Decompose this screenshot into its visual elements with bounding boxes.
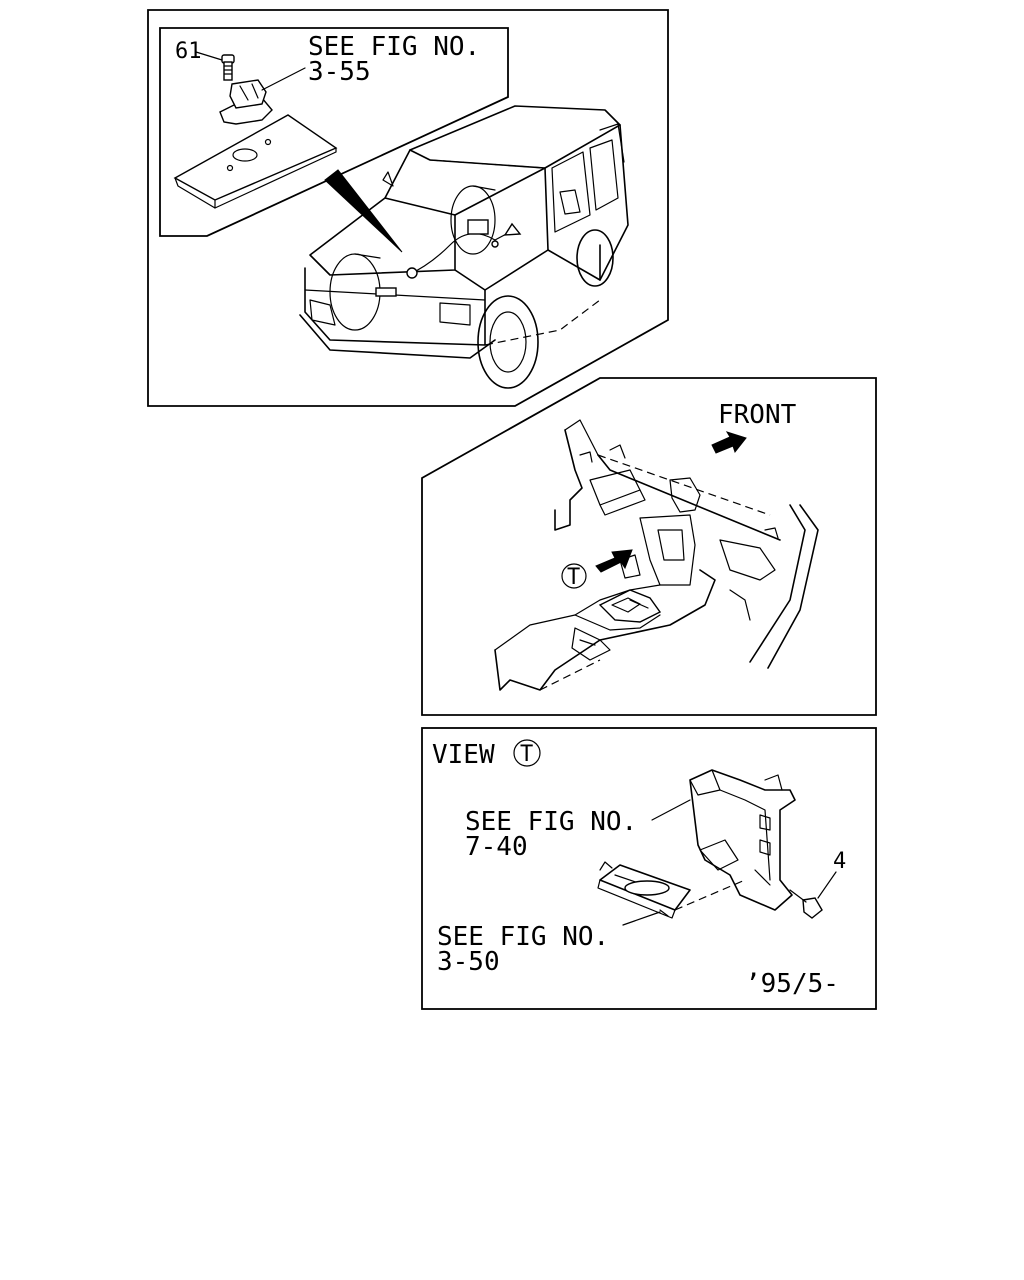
panel-vehicle-frame [147,9,669,407]
see-fig-355-leader [261,67,306,91]
inset-frame [159,27,509,237]
callout-61: 61 [175,39,202,64]
see-fig-label-top: SEE FIG NO. [308,32,480,62]
svg-text:T: T [520,742,533,767]
inset-detail: 61 SEE FIG NO. 3-55 [159,27,509,237]
bolt-61-icon [221,54,235,81]
view-t-circle-marker: T [513,739,541,767]
panel-console-front: FRONT T [421,377,877,716]
see-fig-ref-355: 3-55 [308,57,371,87]
callout-4: 4 [833,849,846,874]
console-drawing [494,419,819,691]
panel-console-frame [421,377,877,716]
sensor-bracket-icon [219,79,273,125]
panel-vehicle-overview: 61 SEE FIG NO. 3-55 [147,9,669,407]
callout-4-leader [817,871,837,899]
vehicle-drawing [299,105,629,389]
panel-view-t-frame [421,727,877,1010]
view-t-arrow-icon [595,549,633,573]
callout-61-leader [195,51,223,61]
floor-panel-icon [173,114,338,209]
view-label: VIEW [432,740,495,770]
bolt-4-icon [789,889,823,919]
duct-bracket-icon [689,769,796,911]
module-sensor-icon [597,861,746,919]
front-arrow-icon [711,431,747,454]
detail-pointer-arrow [324,169,403,253]
front-label: FRONT [718,400,797,430]
see-fig-ref-350: 3-50 [437,947,500,977]
see-fig-label-upper: SEE FIG NO. [465,807,637,837]
see-fig-350-leader [622,911,661,926]
date-code: ’95/5- [745,969,839,999]
panel-view-t: VIEW T SEE FIG NO. 7-40 SEE FIG NO. 3-50 [421,727,877,1010]
view-t-marker: T [561,563,587,590]
see-fig-740-leader [651,799,691,821]
see-fig-ref-740: 7-40 [465,832,528,862]
svg-text:T: T [567,565,580,590]
see-fig-label-lower: SEE FIG NO. [437,922,609,952]
